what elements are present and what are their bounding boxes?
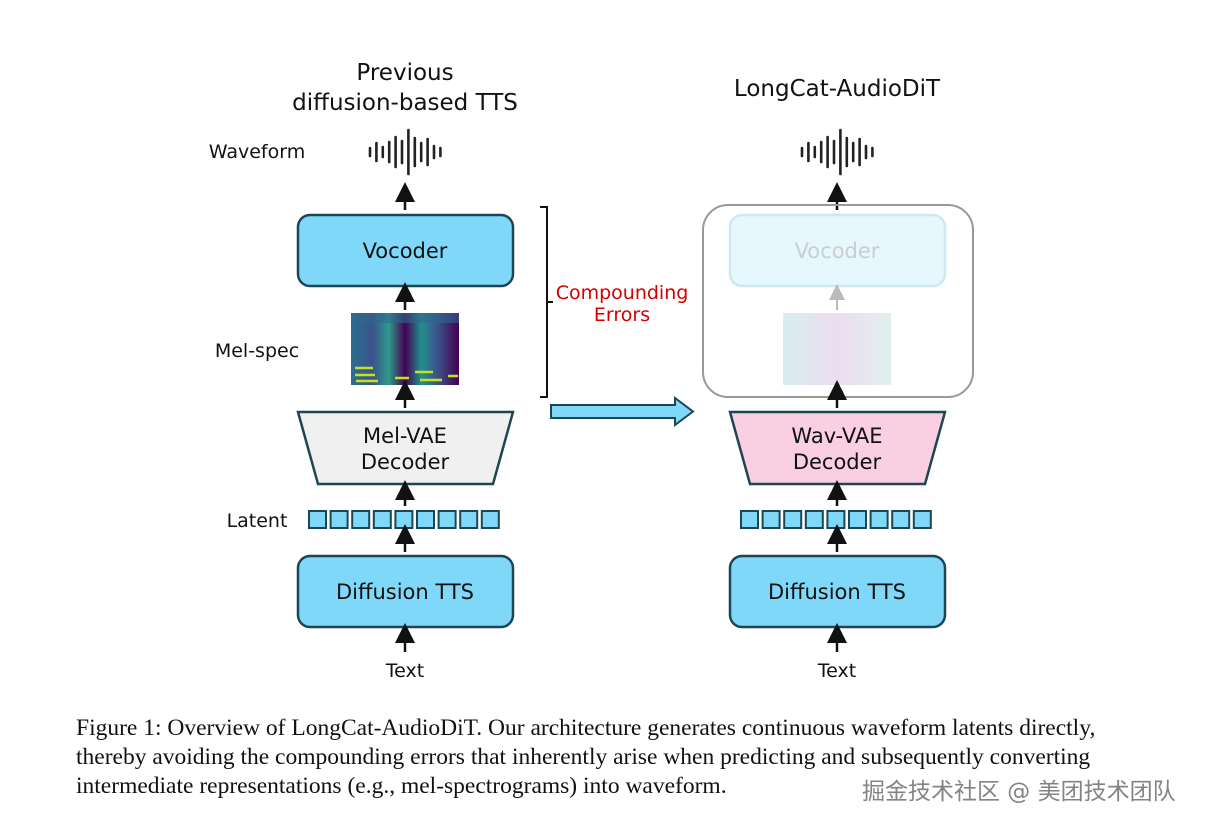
compounding-label: Compounding bbox=[556, 282, 689, 304]
latent-token bbox=[848, 510, 867, 529]
latent-token bbox=[416, 510, 435, 529]
latent-token bbox=[891, 510, 911, 529]
latent-token bbox=[459, 510, 479, 529]
text-input-label: Text bbox=[385, 660, 424, 682]
faded-mel-spectrogram bbox=[783, 313, 891, 385]
latent-label: Latent bbox=[227, 510, 288, 532]
waveform-label: Waveform bbox=[209, 141, 305, 163]
waveform-icon bbox=[800, 128, 874, 176]
mel-spec-label: Mel-spec bbox=[215, 340, 299, 362]
wav-decoder-label: Decoder bbox=[793, 450, 882, 474]
latent-token bbox=[869, 510, 889, 529]
right-title: LongCat-AudioDiT bbox=[734, 76, 941, 102]
faded-vocoder-label: Vocoder bbox=[795, 239, 880, 263]
waveform-icon bbox=[368, 128, 442, 176]
diffusion-tts-label: Diffusion TTS bbox=[768, 580, 906, 604]
watermark: 掘金技术社区 @ 美团技术团队 bbox=[862, 779, 1176, 805]
errors-label: Errors bbox=[594, 304, 650, 326]
transition-arrow bbox=[550, 396, 695, 427]
latent-token bbox=[740, 510, 759, 529]
latent-token bbox=[308, 510, 327, 529]
latent-token bbox=[372, 510, 392, 529]
figure-caption: Figure 1: Overview of LongCat-AudioDiT. … bbox=[76, 715, 1096, 799]
latent-token bbox=[761, 510, 781, 529]
mel-vae-decoder-box bbox=[296, 410, 515, 486]
left-title-line1: Previous bbox=[356, 60, 453, 86]
latent-token bbox=[912, 510, 932, 529]
latent-tokens bbox=[308, 510, 500, 529]
latent-token bbox=[826, 510, 846, 529]
latent-token bbox=[394, 510, 414, 529]
wav-vae-decoder-box bbox=[728, 410, 947, 486]
diffusion-tts-label: Diffusion TTS bbox=[336, 580, 474, 604]
vocoder-label: Vocoder bbox=[363, 239, 448, 263]
mel-vae-label: Mel-VAE bbox=[363, 424, 447, 448]
latent-tokens bbox=[740, 510, 932, 529]
latent-token bbox=[783, 510, 803, 529]
mel-decoder-label: Decoder bbox=[361, 450, 450, 474]
bracket bbox=[540, 206, 553, 398]
latent-token bbox=[804, 510, 824, 529]
latent-token bbox=[329, 510, 349, 529]
text-input-label: Text bbox=[817, 660, 856, 682]
latent-token bbox=[351, 510, 371, 529]
left-title-line2: diffusion-based TTS bbox=[292, 90, 518, 116]
mel-spectrogram-image bbox=[351, 313, 459, 385]
latent-token bbox=[480, 510, 500, 529]
wav-vae-label: Wav-VAE bbox=[791, 424, 882, 448]
latent-token bbox=[437, 510, 457, 529]
